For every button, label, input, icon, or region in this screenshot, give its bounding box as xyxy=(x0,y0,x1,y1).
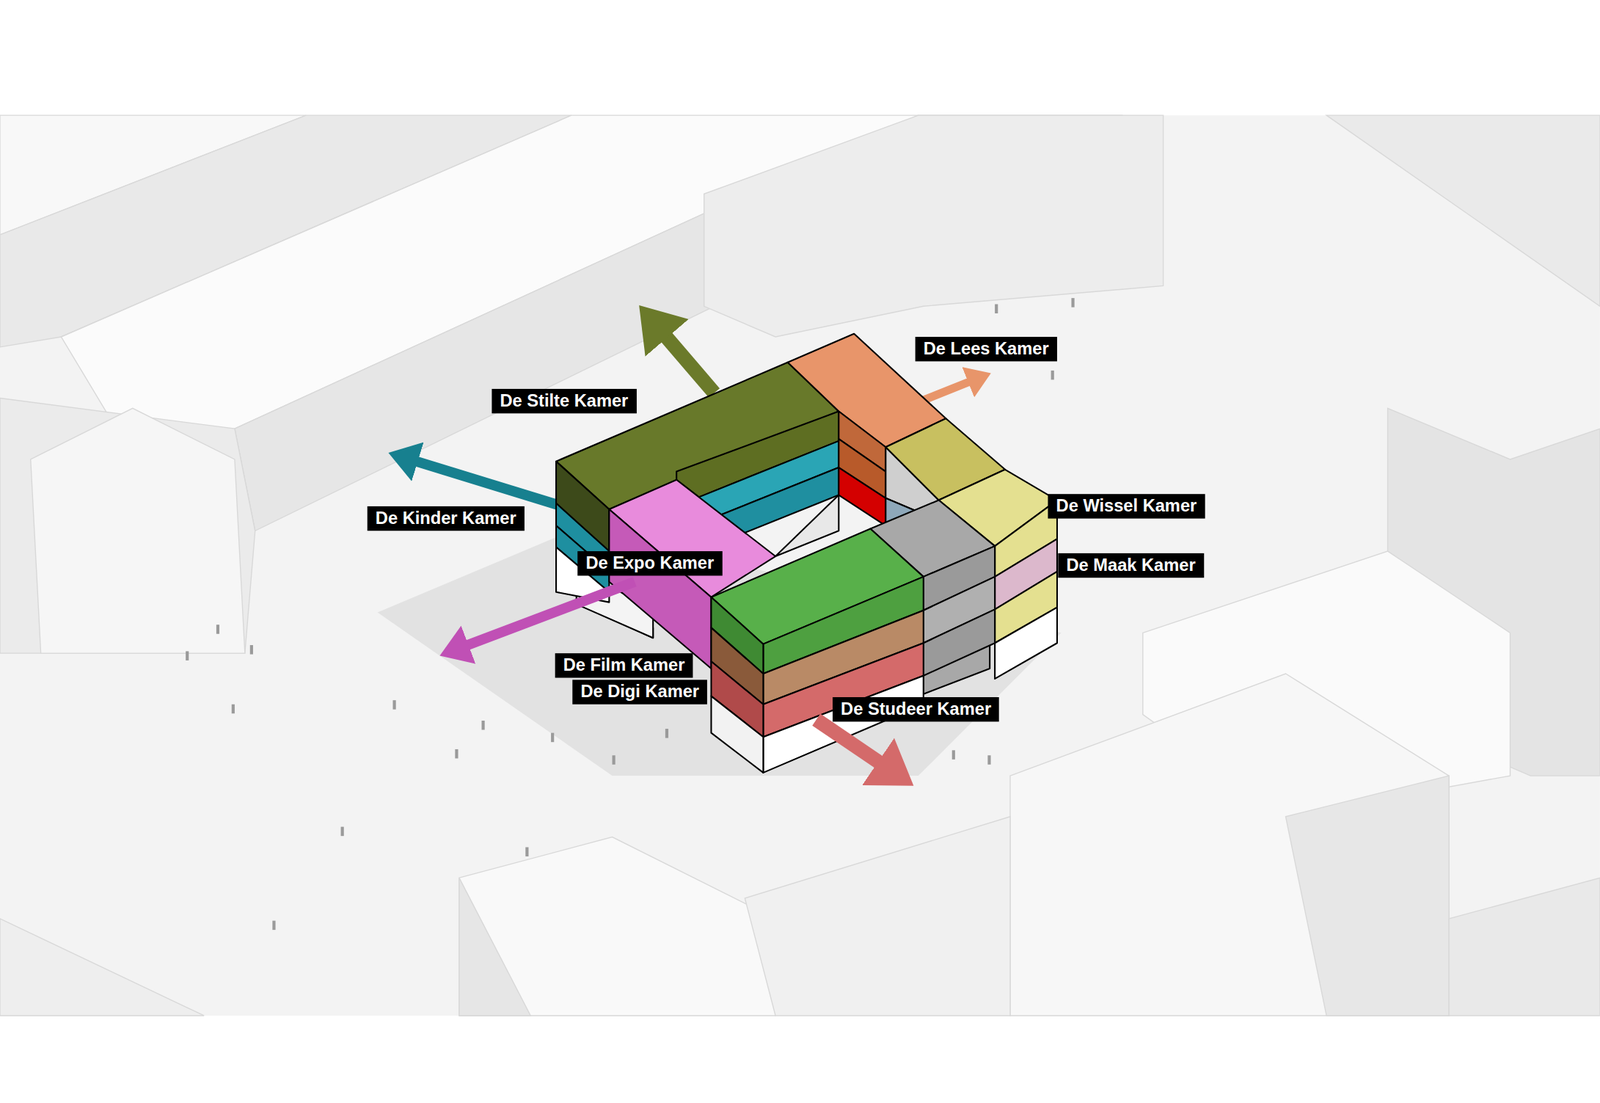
label-text: De Studeer Kamer xyxy=(840,699,992,719)
label-text: De Digi Kamer xyxy=(580,681,700,701)
label-text: De Stilte Kamer xyxy=(500,391,629,411)
room-label: De Digi Kamer xyxy=(572,679,708,704)
room-label: De Expo Kamer xyxy=(577,550,722,576)
label-text: De Film Kamer xyxy=(563,655,686,675)
label-text: De Kinder Kamer xyxy=(375,508,517,528)
room-label: De Maak Kamer xyxy=(1057,553,1204,578)
room-label: De Kinder Kamer xyxy=(367,506,525,531)
room-label: De Wissel Kamer xyxy=(1047,493,1205,518)
room-label: De Studeer Kamer xyxy=(832,696,1000,722)
label-text: De Maak Kamer xyxy=(1065,555,1196,575)
label-text: De Wissel Kamer xyxy=(1056,495,1198,515)
room-label: De Lees Kamer xyxy=(915,336,1058,361)
label-text: De Lees Kamer xyxy=(923,338,1050,359)
label-text: De Expo Kamer xyxy=(585,553,714,573)
room-label: De Film Kamer xyxy=(555,652,694,678)
room-label: De Stilte Kamer xyxy=(491,388,637,414)
